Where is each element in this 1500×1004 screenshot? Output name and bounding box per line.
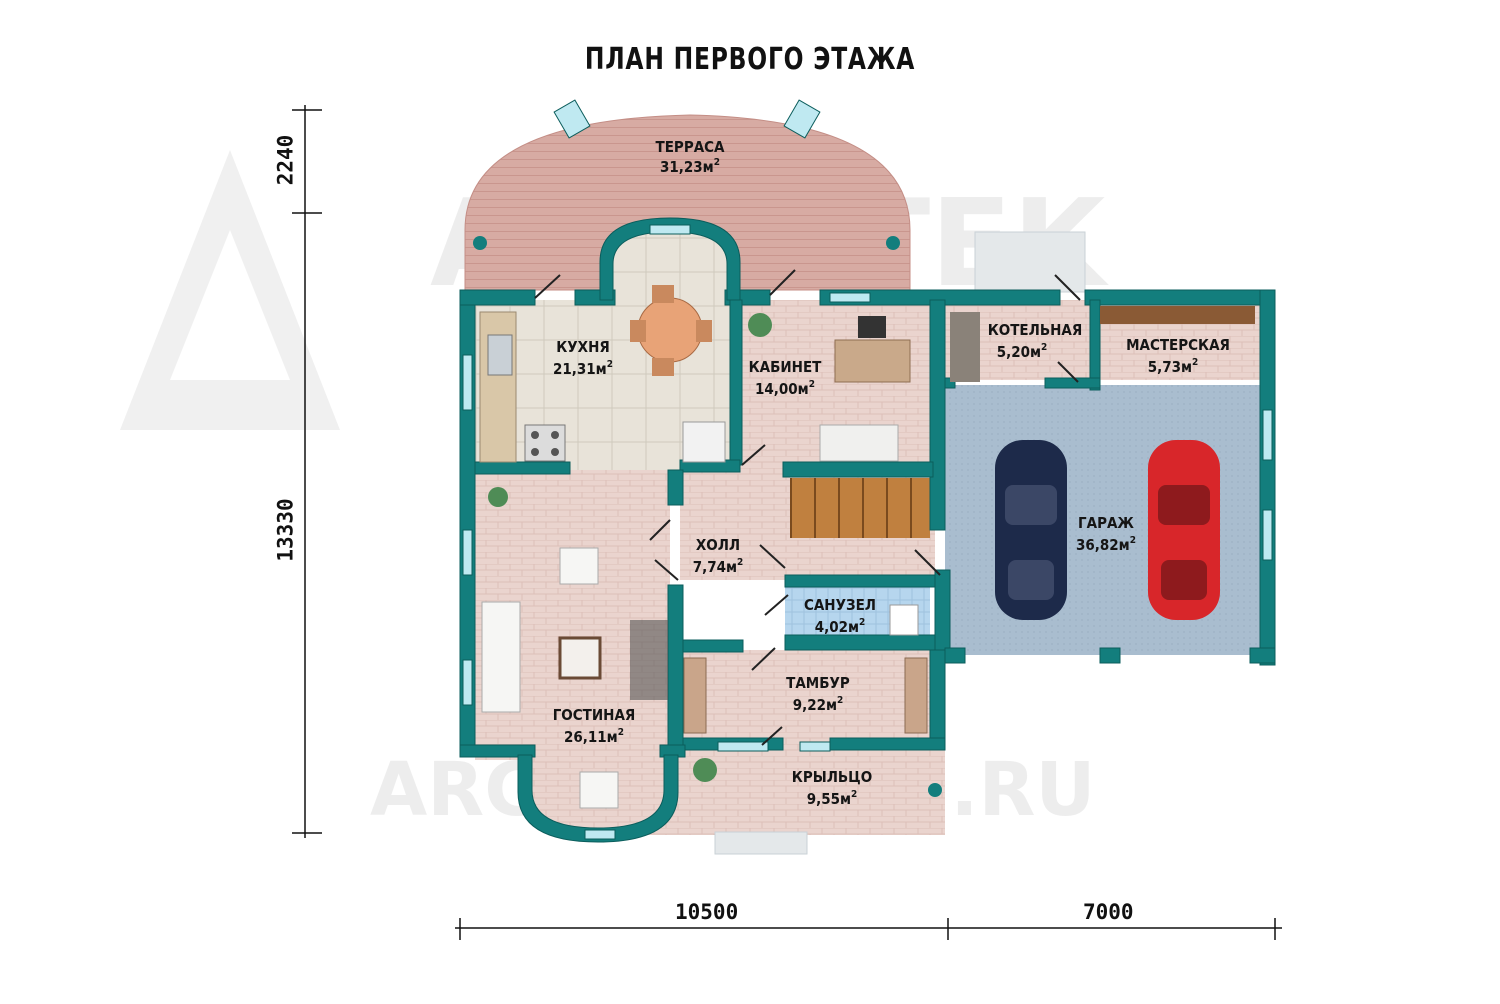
boiler-area: 5,20м2 [997, 342, 1048, 361]
room-labels: ТЕРРАСА 31,23м2 КУХНЯ 21,31м2 КАБИНЕТ 14… [553, 138, 1230, 808]
workshop-name: МАСТЕРСКАЯ [1126, 336, 1230, 354]
stove [524, 424, 566, 462]
bathroom-area: 4,02м2 [815, 617, 866, 636]
vestibule-floor [680, 650, 935, 745]
dimension-left-top: 2240 [273, 134, 298, 186]
dimension-bottom-right: 7000 [1083, 900, 1134, 924]
workbench [1100, 306, 1255, 324]
garage-area: 36,82м2 [1076, 535, 1136, 554]
dimension-left-main: 13330 [273, 498, 298, 562]
terrace-name: ТЕРРАСА [656, 138, 726, 156]
coffee-table [558, 636, 602, 680]
porch-area: 9,55м2 [807, 789, 858, 808]
kitchen-bay-floor [612, 230, 728, 300]
boiler-name: КОТЕЛЬНАЯ [988, 321, 1083, 339]
stairs [790, 478, 930, 538]
page-title: ПЛАН ПЕРВОГО ЭТАЖА [584, 42, 916, 77]
dimension-bottom-left: 10500 [675, 900, 739, 924]
dimension-lines [292, 105, 1282, 940]
walls [459, 217, 1276, 843]
desk [834, 339, 911, 383]
living-sofa [481, 601, 521, 713]
porch-name: КРЫЛЬЦО [792, 768, 872, 786]
fireplace [630, 620, 668, 700]
furniture [479, 285, 1255, 809]
armchair-1 [559, 547, 599, 585]
windows [462, 224, 1273, 840]
living-name: ГОСТИНАЯ [553, 706, 636, 724]
fridge [682, 421, 726, 463]
wardrobe-2 [904, 657, 928, 734]
kitchen-name: КУХНЯ [556, 338, 610, 356]
doors [534, 269, 1081, 746]
bathroom-name: САНУЗЕЛ [804, 596, 876, 614]
hall-name: ХОЛЛ [696, 536, 740, 554]
living-area: 26,11м2 [564, 727, 624, 746]
terrace-posts [473, 99, 942, 797]
armchair-2 [579, 771, 619, 809]
workshop-area: 5,73м2 [1148, 357, 1199, 376]
garage-name: ГАРАЖ [1078, 514, 1134, 532]
office-sofa [819, 424, 899, 462]
wardrobe-1 [683, 657, 707, 734]
car-red [1148, 440, 1220, 620]
hall-area: 7,74м2 [693, 557, 744, 576]
porch-floor [635, 745, 945, 835]
kitchen-area: 21,31м2 [553, 359, 613, 378]
terrace-floor [464, 114, 911, 291]
terrace-area: 31,23м2 [660, 157, 720, 176]
boiler [950, 312, 980, 382]
vestibule-name: ТАМБУР [786, 674, 850, 692]
toilet [889, 604, 919, 636]
office-area: 14,00м2 [755, 379, 815, 398]
vestibule-area: 9,22м2 [793, 695, 844, 714]
car-blue [995, 440, 1067, 620]
office-name: КАБИНЕТ [749, 358, 823, 376]
dining-table [637, 297, 703, 363]
